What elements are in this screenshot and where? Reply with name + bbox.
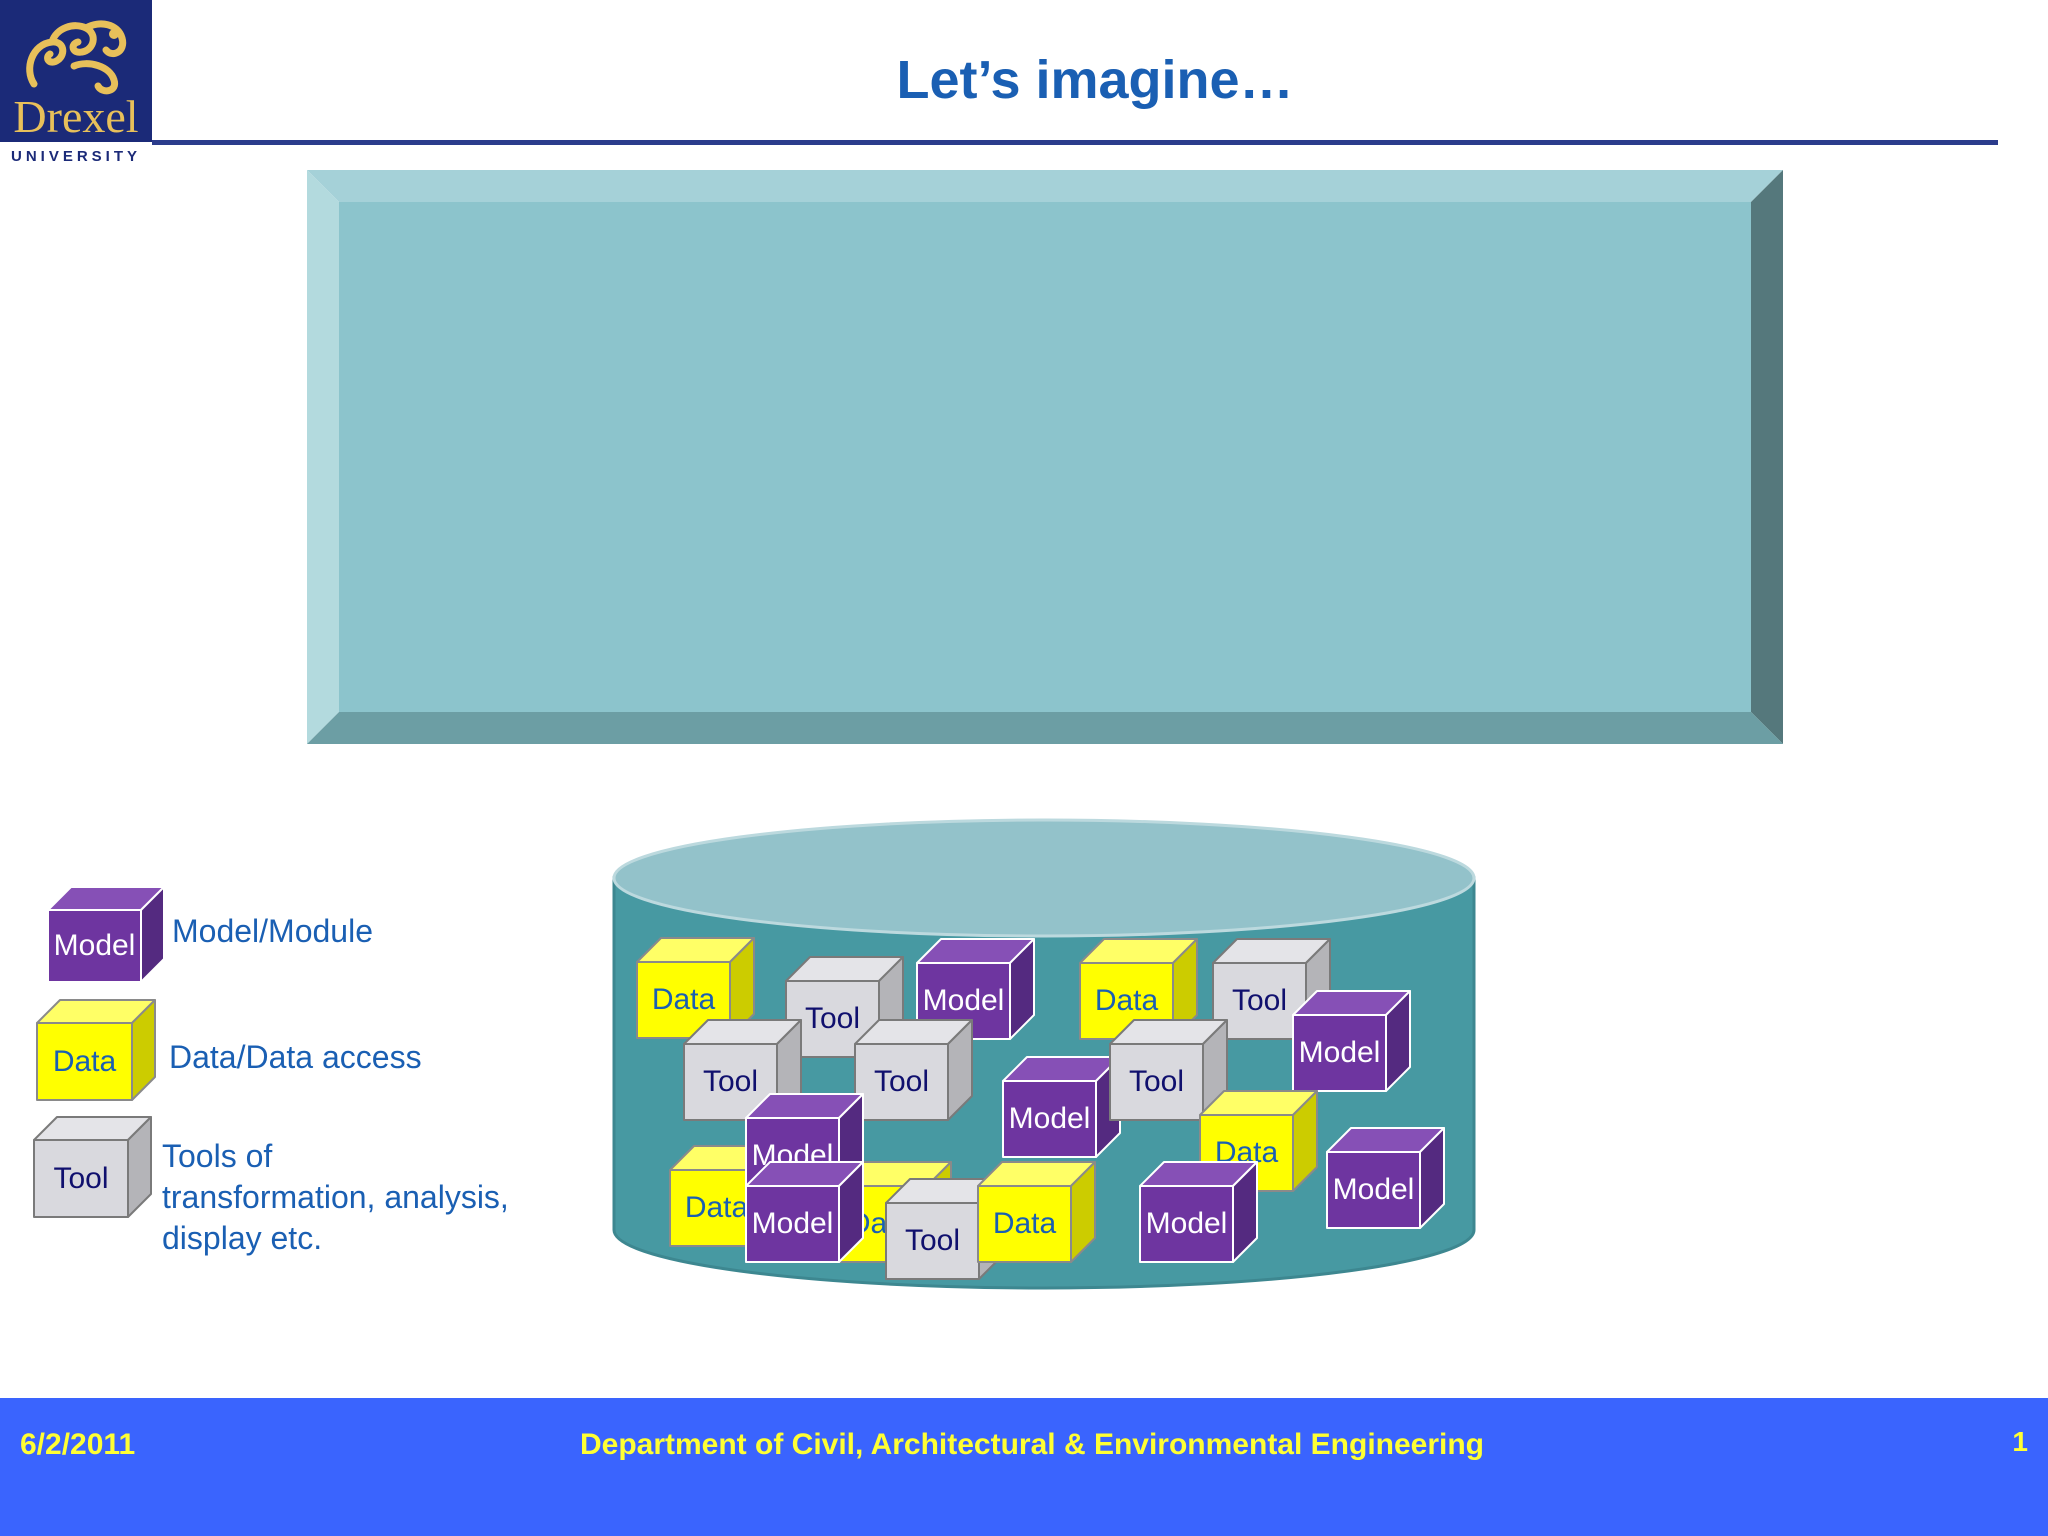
legend-tool-description-line: Tools of — [162, 1138, 273, 1174]
repository-model-cube: Model — [1326, 1127, 1445, 1229]
cube-label: Tool — [804, 1002, 861, 1035]
repository-data-cube: Data — [1079, 938, 1198, 1040]
title-rule — [152, 140, 1998, 145]
cube-label: Data — [684, 1191, 749, 1224]
cube-label: Model — [751, 1207, 834, 1240]
legend-data-cube: Data — [36, 999, 156, 1101]
dragon-icon — [26, 20, 127, 95]
logo-subtitle: UNIVERSITY — [10, 148, 141, 165]
cube-label: Model — [1008, 1102, 1091, 1135]
footer-date: 6/2/2011 — [20, 1428, 136, 1461]
footer-department: Department of Civil, Architectural & Env… — [579, 1428, 1485, 1461]
legend-model-cube: Model — [47, 886, 165, 983]
cube-label: Tool — [53, 1161, 109, 1195]
legend-model-description: Model/Module — [172, 913, 373, 949]
repository-model-cube: Model — [1292, 990, 1411, 1092]
repository-model-cube: Model — [1139, 1161, 1258, 1263]
legend-tool-description: Tools of transformation, analysis, displ… — [162, 1136, 509, 1259]
legend-tool-description-line: display etc. — [162, 1220, 323, 1256]
legend-data-description: Data/Data access — [169, 1039, 422, 1075]
legend-tool-cube: Tool — [33, 1116, 152, 1218]
cube-label: Tool — [702, 1065, 759, 1098]
cube-label: Model — [922, 984, 1005, 1017]
slide-title: Let’s imagine… — [896, 50, 1294, 110]
cube-label: Tool — [873, 1065, 930, 1098]
repository-model-cube: Model — [745, 1161, 864, 1263]
cube-label: Data — [992, 1207, 1057, 1240]
cube-label: Tool — [904, 1224, 961, 1257]
cube-label: Data — [1094, 984, 1159, 1017]
drexel-logo: Drexel UNIVERSITY — [0, 0, 155, 166]
cube-label: Data — [651, 983, 716, 1016]
cube-label: Model — [1332, 1173, 1415, 1206]
cube-label: Model — [53, 929, 136, 962]
beveled-panel — [307, 170, 1783, 744]
cube-label: Tool — [1231, 984, 1288, 1017]
footer-bar: 6/2/2011 Department of Civil, Architectu… — [0, 1398, 2048, 1536]
cube-label: Model — [1298, 1036, 1381, 1069]
repository-model-cube: Model — [1002, 1056, 1121, 1158]
page-number: 1 — [2012, 1426, 2028, 1457]
repository-tool-cube: Tool — [854, 1019, 973, 1121]
cube-label: Model — [1145, 1207, 1228, 1240]
repository-data-cube: Data — [977, 1161, 1096, 1263]
cube-label: Data — [52, 1044, 117, 1078]
cube-label: Tool — [1128, 1065, 1185, 1098]
logo-wordmark: Drexel — [13, 91, 139, 142]
legend-tool-description-line: transformation, analysis, — [162, 1179, 509, 1215]
repository-data-cube: Data — [636, 937, 755, 1039]
